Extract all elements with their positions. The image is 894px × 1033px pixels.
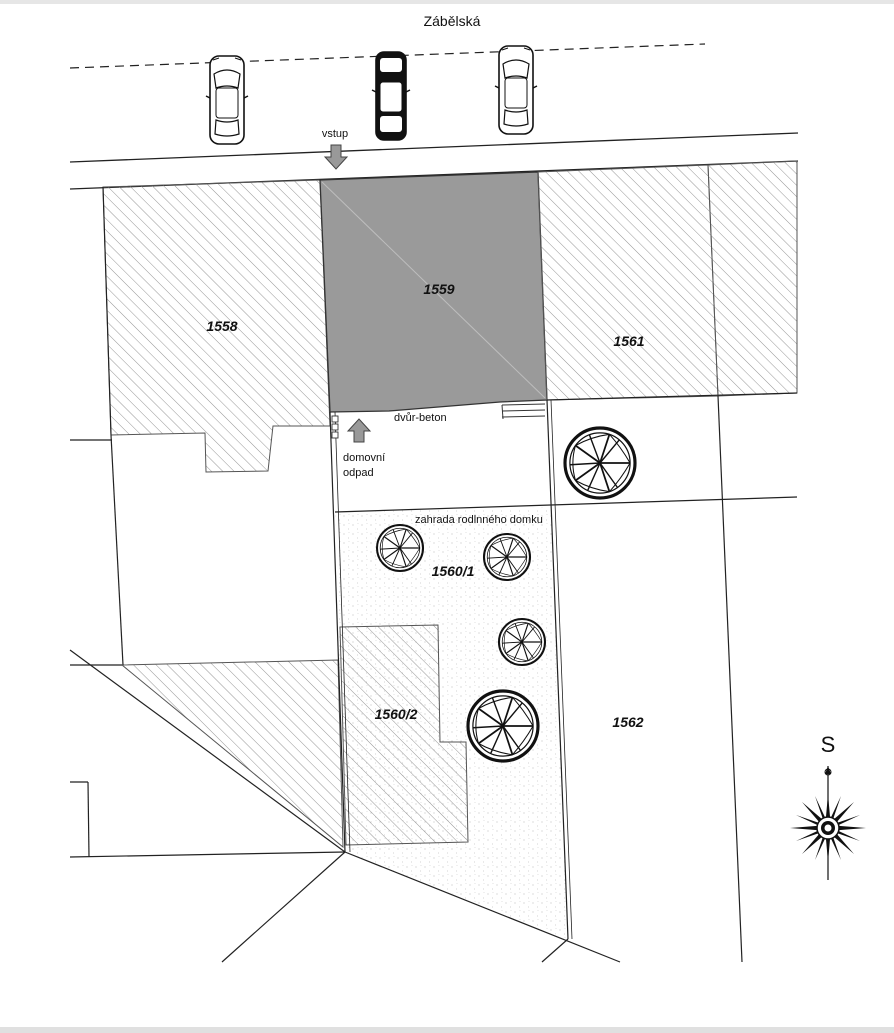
street: Zábělská: [69, 13, 799, 190]
arrow-down-icon: [323, 144, 349, 170]
tree-icon: [466, 689, 540, 763]
car-icon: [205, 55, 249, 145]
tree-icon: [482, 532, 532, 582]
parcel-1559-diagonal: [321, 181, 546, 399]
car-icon: [494, 45, 538, 135]
waste-label-line2: odpad: [343, 467, 374, 479]
window-top-edge: [0, 0, 894, 4]
parcel-1560-2-building: [339, 624, 469, 846]
garden-label: zahrada rodlnného domku: [415, 514, 543, 526]
neighbour-building: [707, 160, 798, 397]
neighbour-building-lower: [120, 659, 344, 849]
arrow-up-icon: [346, 418, 372, 443]
tree-icon: [375, 523, 425, 573]
parcel-number-1560-2: 1560/2: [375, 706, 418, 722]
tree-icon: [497, 617, 547, 667]
parcel-number-1562: 1562: [612, 714, 643, 730]
courtyard-steps: [501, 403, 546, 420]
car-icon: [371, 51, 411, 141]
parcel-number-1558: 1558: [206, 318, 237, 334]
compass-letter: S: [821, 732, 836, 757]
tree-icon: [563, 426, 637, 500]
compass-rose-icon: [790, 766, 866, 880]
street-name: Zábělská: [424, 13, 481, 29]
bin-icon: [331, 415, 339, 439]
property-lines: [69, 186, 798, 963]
parcel-1561-building: [537, 164, 719, 401]
parcel-number-1560-1: 1560/1: [432, 563, 475, 579]
entrance-label: vstup: [322, 128, 348, 140]
parcel-number-1561: 1561: [613, 333, 644, 349]
parcel-number-1559: 1559: [423, 281, 454, 297]
courtyard-label: dvůr-beton: [394, 412, 447, 424]
street-edge-line: [69, 132, 799, 163]
window-bottom-edge: [0, 1027, 894, 1033]
waste-label-line1: domovní: [343, 452, 385, 464]
